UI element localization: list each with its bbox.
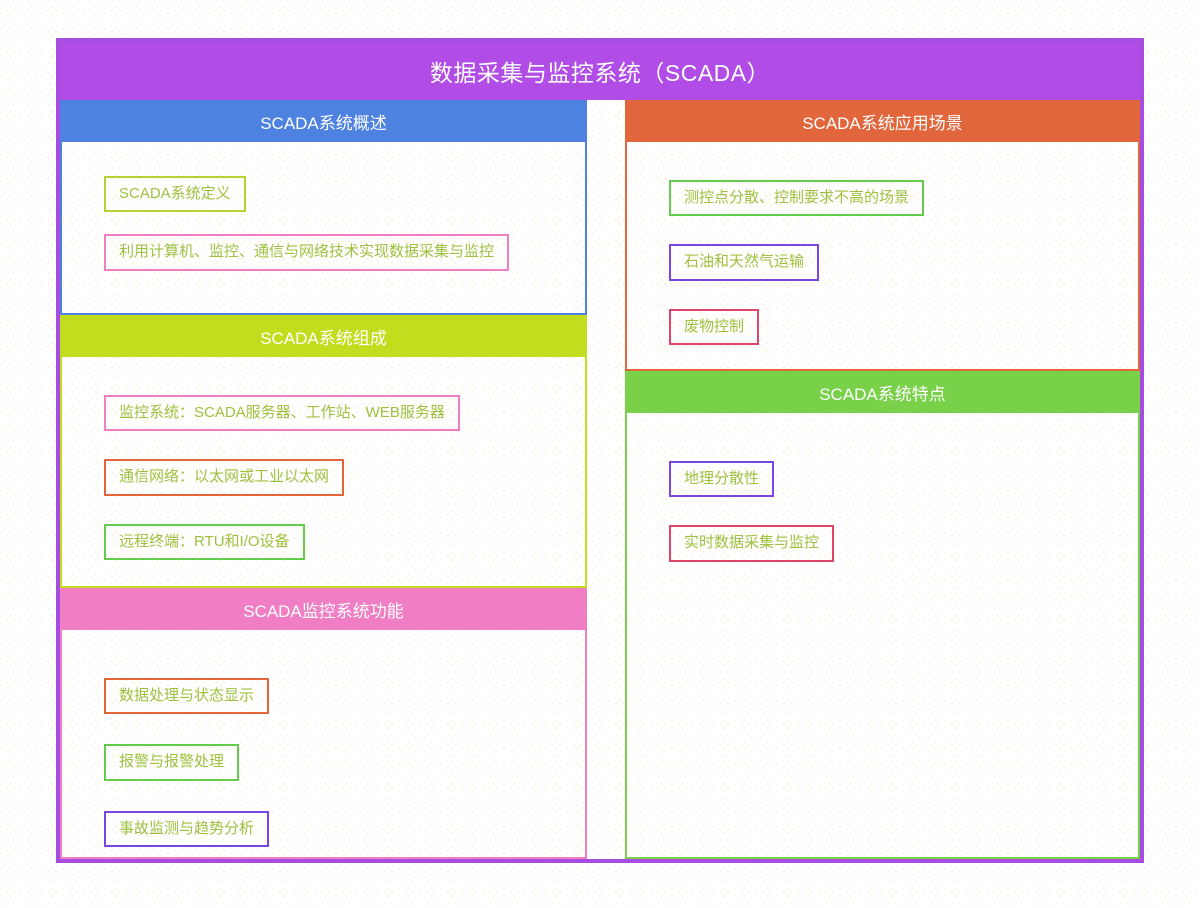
item-composition-0[interactable]: 监控系统：SCADA服务器、工作站、WEB服务器 bbox=[104, 395, 460, 432]
section-body-composition: 监控系统：SCADA服务器、工作站、WEB服务器 通信网络：以太网或工业以太网 … bbox=[60, 357, 587, 588]
item-scenario-2[interactable]: 废物控制 bbox=[669, 308, 760, 345]
section-header-feature[interactable]: SCADA系统特点 bbox=[625, 371, 1140, 413]
item-overview-1[interactable]: 利用计算机、监控、通信与网络技术实现数据采集与监控 bbox=[104, 234, 510, 271]
column-gap bbox=[587, 100, 625, 859]
section-composition: SCADA系统组成 监控系统：SCADA服务器、工作站、WEB服务器 通信网络：… bbox=[60, 315, 587, 588]
item-feature-0[interactable]: 地理分散性 bbox=[669, 461, 775, 498]
item-feature-1[interactable]: 实时数据采集与监控 bbox=[669, 525, 835, 562]
section-overview: SCADA系统概述 SCADA系统定义 利用计算机、监控、通信与网络技术实现数据… bbox=[60, 100, 587, 315]
section-body-scenario: 测控点分散、控制要求不高的场景 石油和天然气运输 废物控制 bbox=[625, 142, 1140, 371]
section-function: SCADA监控系统功能 数据处理与状态显示 报警与报警处理 事故监测与趋势分析 bbox=[60, 588, 587, 859]
mindmap-root-frame: 数据采集与监控系统（SCADA） SCADA系统概述 SCADA系统定义 利用计… bbox=[56, 38, 1144, 863]
section-body-feature: 地理分散性 实时数据采集与监控 bbox=[625, 413, 1140, 859]
section-feature: SCADA系统特点 地理分散性 实时数据采集与监控 bbox=[625, 371, 1140, 859]
section-header-overview[interactable]: SCADA系统概述 bbox=[60, 100, 587, 142]
section-header-scenario[interactable]: SCADA系统应用场景 bbox=[625, 100, 1140, 142]
section-body-function: 数据处理与状态显示 报警与报警处理 事故监测与趋势分析 bbox=[60, 630, 587, 859]
item-scenario-1[interactable]: 石油和天然气运输 bbox=[669, 244, 820, 281]
mindmap-columns: SCADA系统概述 SCADA系统定义 利用计算机、监控、通信与网络技术实现数据… bbox=[60, 100, 1140, 859]
item-function-0[interactable]: 数据处理与状态显示 bbox=[104, 678, 270, 715]
section-body-overview: SCADA系统定义 利用计算机、监控、通信与网络技术实现数据采集与监控 bbox=[60, 142, 587, 315]
right-column: SCADA系统应用场景 测控点分散、控制要求不高的场景 石油和天然气运输 废物控… bbox=[625, 100, 1140, 859]
item-scenario-0[interactable]: 测控点分散、控制要求不高的场景 bbox=[669, 180, 925, 217]
section-header-function[interactable]: SCADA监控系统功能 bbox=[60, 588, 587, 630]
item-composition-2[interactable]: 远程终端：RTU和I/O设备 bbox=[104, 523, 305, 560]
left-column: SCADA系统概述 SCADA系统定义 利用计算机、监控、通信与网络技术实现数据… bbox=[60, 100, 587, 859]
page-title: 数据采集与监控系统（SCADA） bbox=[60, 42, 1140, 100]
item-composition-1[interactable]: 通信网络：以太网或工业以太网 bbox=[104, 459, 345, 496]
item-function-1[interactable]: 报警与报警处理 bbox=[104, 744, 240, 781]
section-scenario: SCADA系统应用场景 测控点分散、控制要求不高的场景 石油和天然气运输 废物控… bbox=[625, 100, 1140, 371]
item-overview-0[interactable]: SCADA系统定义 bbox=[104, 176, 246, 213]
item-function-2[interactable]: 事故监测与趋势分析 bbox=[104, 810, 270, 847]
section-header-composition[interactable]: SCADA系统组成 bbox=[60, 315, 587, 357]
